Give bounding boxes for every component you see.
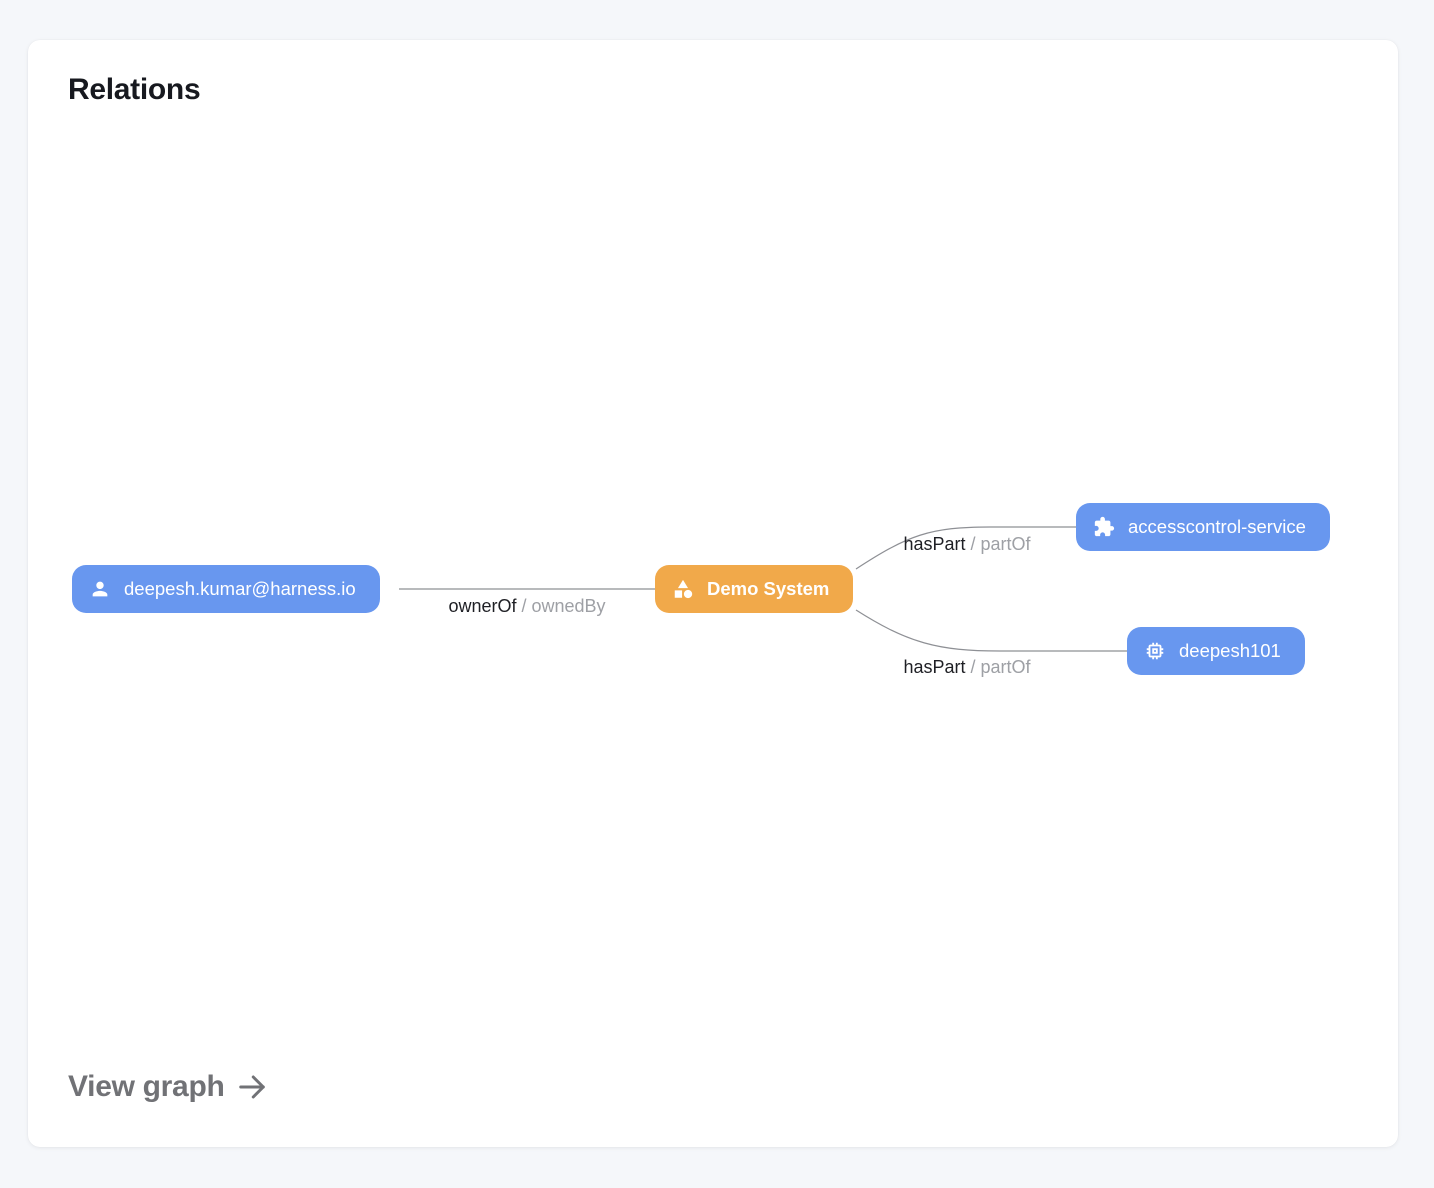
edge-label-primary: ownerOf xyxy=(448,596,517,616)
edge-label-primary: hasPart xyxy=(903,657,966,677)
view-graph-link[interactable]: View graph xyxy=(68,1070,267,1104)
edge-label-secondary: / partOf xyxy=(970,534,1031,554)
edge-system-component xyxy=(855,609,1127,652)
view-graph-label: View graph xyxy=(68,1070,225,1103)
edge-label-haspart-bottom: hasPart / partOf xyxy=(855,657,1079,678)
graph-node-system[interactable]: Demo System xyxy=(655,565,854,613)
edge-label-haspart-top: hasPart / partOf xyxy=(855,534,1079,555)
edge-label-primary: hasPart xyxy=(903,534,966,554)
node-label: deepesh101 xyxy=(1179,640,1281,661)
graph-node-service[interactable]: accesscontrol-service xyxy=(1076,503,1330,551)
arrow-right-icon xyxy=(237,1072,267,1102)
card-title: Relations xyxy=(68,73,201,106)
category-icon xyxy=(672,578,694,600)
edge-label-ownerof: ownerOf / ownedBy xyxy=(407,596,647,617)
node-label: Demo System xyxy=(707,578,830,599)
extension-puzzle-icon xyxy=(1093,516,1115,538)
edge-label-secondary: / ownedBy xyxy=(521,596,606,616)
relations-graph: deepesh.kumar@harness.io Demo System acc… xyxy=(28,40,1398,1147)
node-label: accesscontrol-service xyxy=(1128,516,1306,537)
node-label: deepesh.kumar@harness.io xyxy=(124,578,356,599)
relations-card: Relations deepesh.kumar@harness.io Demo … xyxy=(28,40,1398,1147)
graph-node-component[interactable]: deepesh101 xyxy=(1127,627,1305,675)
memory-chip-icon xyxy=(1144,640,1166,662)
person-icon xyxy=(89,578,111,600)
graph-node-user[interactable]: deepesh.kumar@harness.io xyxy=(72,565,380,613)
edge-label-secondary: / partOf xyxy=(970,657,1031,677)
